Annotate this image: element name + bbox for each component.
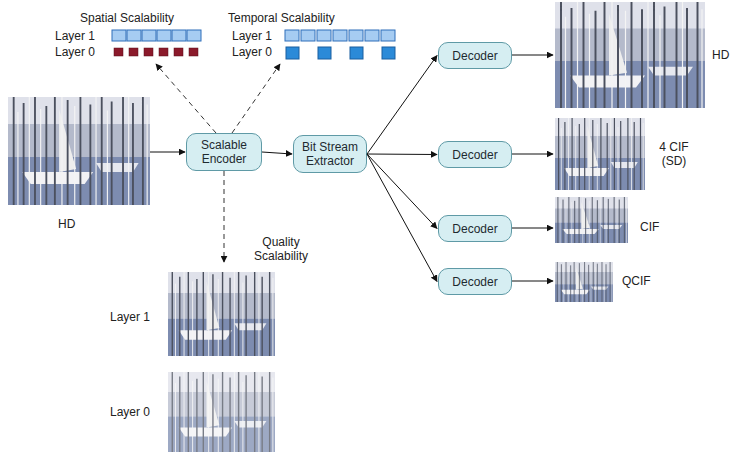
dashed-arrow	[232, 64, 280, 133]
frame-block	[333, 30, 347, 41]
output-arrow	[512, 281, 553, 282]
process-box: Bit Stream Extractor	[293, 135, 367, 173]
dashed-arrow	[224, 171, 225, 262]
frame-block	[187, 30, 201, 41]
node-label: Decoder	[452, 148, 497, 162]
output-qcif-image	[555, 262, 613, 302]
text-label: HD	[58, 217, 75, 231]
frame-block	[144, 48, 153, 56]
frame-block	[286, 47, 299, 59]
text-label: Temporal Scalability	[228, 11, 335, 25]
flow-arrow	[262, 152, 292, 154]
flow-arrow	[367, 154, 437, 156]
text-label: Layer 0	[110, 405, 150, 419]
text-label: 4 CIF (SD)	[650, 140, 698, 168]
quality-layer1-image	[168, 272, 275, 356]
input-arrow	[150, 152, 185, 153]
frame-block	[159, 48, 168, 56]
node-label: Decoder	[452, 275, 497, 289]
output-4cif-image	[555, 118, 645, 190]
spatial-layer0-frames	[114, 48, 198, 56]
frame-block	[157, 30, 171, 41]
flow-arrow	[367, 56, 437, 155]
quality-layer0-image	[168, 372, 275, 452]
frame-block	[350, 47, 363, 59]
text-label: Layer 0	[55, 45, 95, 59]
frame-block	[381, 30, 395, 41]
frame-block	[382, 47, 395, 59]
node-label: Bit Stream Extractor	[294, 140, 366, 168]
text-label: Layer 1	[232, 29, 272, 43]
process-box: Decoder	[438, 215, 512, 242]
frame-block	[129, 48, 138, 56]
node-label: Decoder	[452, 49, 497, 63]
output-arrow	[512, 228, 553, 229]
frame-block	[172, 30, 186, 41]
frame-block	[114, 48, 123, 56]
output-arrow	[512, 55, 553, 56]
temporal-layer1-frames	[285, 30, 395, 41]
process-box: Scalable Encoder	[186, 133, 262, 171]
text-label: HD	[712, 48, 729, 62]
process-box: Decoder	[438, 141, 512, 168]
frame-block	[301, 30, 315, 41]
text-label: CIF	[640, 220, 659, 234]
output-cif-image	[555, 197, 628, 243]
node-label: Decoder	[452, 222, 497, 236]
text-label: Layer 1	[55, 29, 95, 43]
node-label: Scalable Encoder	[187, 138, 261, 166]
input-hd-image	[8, 97, 150, 205]
text-label: Layer 1	[110, 310, 150, 324]
quality-blur-overlay	[168, 372, 275, 452]
frame-block	[112, 30, 126, 41]
frame-block	[142, 30, 156, 41]
frame-block	[285, 30, 299, 41]
frame-block	[189, 48, 198, 56]
text-label: QCIF	[622, 274, 651, 288]
frame-block	[349, 30, 363, 41]
temporal-layer0-frames	[286, 47, 395, 59]
frame-block	[365, 30, 379, 41]
frame-block	[174, 48, 183, 56]
flow-arrow	[367, 154, 437, 229]
frame-block	[318, 47, 331, 59]
text-label: Layer 0	[232, 45, 272, 59]
output-hd-image	[555, 2, 705, 108]
text-label: Spatial Scalability	[80, 11, 174, 25]
frame-block	[317, 30, 331, 41]
frame-block	[127, 30, 141, 41]
output-arrow	[512, 154, 553, 155]
spatial-layer1-frames	[112, 30, 201, 41]
dashed-arrow	[156, 64, 216, 133]
process-box: Decoder	[438, 42, 512, 69]
text-label: Quality Scalability	[244, 235, 318, 263]
process-box: Decoder	[438, 268, 512, 295]
flow-arrow	[367, 154, 437, 282]
